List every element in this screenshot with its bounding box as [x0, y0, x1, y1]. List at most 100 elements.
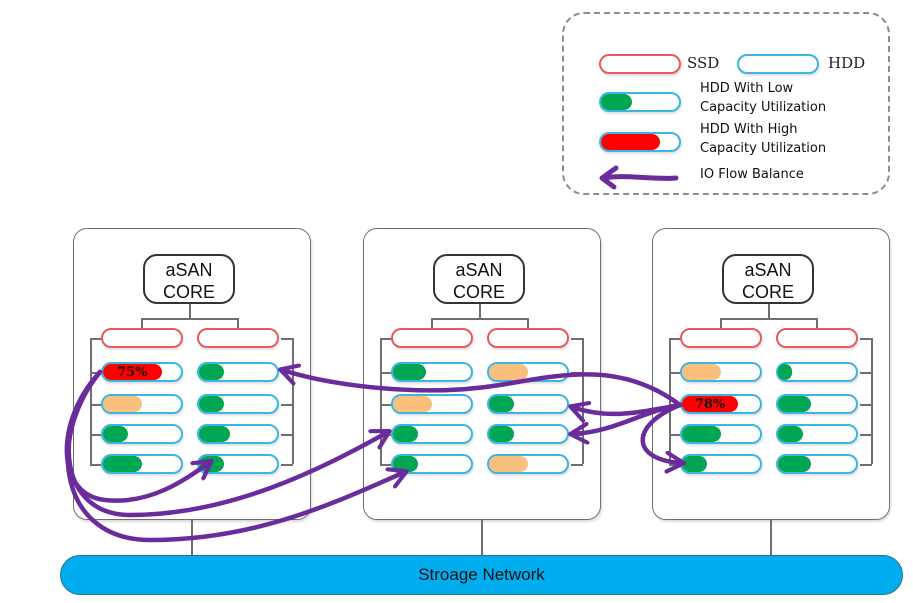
utilization-fill-low — [778, 364, 793, 380]
hdd-drive — [487, 424, 569, 444]
utilization-fill-mid — [103, 396, 142, 412]
legend-low-line1: HDD With Low — [700, 81, 794, 96]
utilization-fill-low — [103, 426, 128, 442]
legend-ssd-label: SSD — [687, 54, 720, 72]
utilization-fill-low — [103, 456, 142, 472]
hdd-drive — [101, 454, 183, 474]
legend-low-label: HDD With Low Capacity Utilization — [700, 79, 826, 117]
core-line2: CORE — [741, 282, 794, 302]
right-tap-wire — [571, 434, 583, 436]
right-tap-wire — [860, 338, 872, 340]
hdd-drive — [776, 394, 858, 414]
core-line1: aSAN — [744, 260, 792, 280]
utilization-fill-low — [393, 456, 418, 472]
right-tap-wire — [860, 404, 872, 406]
right-tap-wire — [281, 464, 293, 466]
legend-hdd-pill — [737, 54, 819, 74]
utilization-fill-low — [682, 426, 721, 442]
legend-high-pill — [599, 132, 681, 152]
utilization-fill-high: 78% — [682, 396, 739, 412]
legend-low-fill — [601, 94, 633, 110]
hdd-drive — [487, 454, 569, 474]
core-branch-wire — [141, 318, 237, 320]
core-stem-wire — [768, 304, 770, 319]
hdd-drive — [776, 362, 858, 382]
ssd-drive — [197, 328, 279, 348]
utilization-fill-low — [199, 364, 224, 380]
utilization-fill-low — [778, 426, 803, 442]
utilization-fill-low — [778, 456, 811, 472]
utilization-fill-low — [199, 456, 224, 472]
legend-high-label: HDD With High Capacity Utilization — [700, 120, 826, 158]
core-line1: aSAN — [165, 260, 213, 280]
legend-high-line2: Capacity Utilization — [700, 141, 827, 156]
storage-network-label: Stroage Network — [418, 565, 545, 584]
right-tap-wire — [571, 464, 583, 466]
hdd-drive — [391, 394, 473, 414]
right-tap-wire — [571, 338, 583, 340]
network-link-wire — [770, 520, 772, 555]
legend-io-label: IO Flow Balance — [700, 167, 804, 182]
core-branch-wire — [431, 318, 527, 320]
right-tap-wire — [860, 434, 872, 436]
hdd-drive: 75% — [101, 362, 183, 382]
network-link-wire — [191, 520, 193, 555]
hdd-drive — [101, 424, 183, 444]
hdd-drive: 78% — [680, 394, 762, 414]
hdd-drive — [391, 362, 473, 382]
core-stem-wire — [189, 304, 191, 319]
utilization-fill-low — [778, 396, 811, 412]
ssd-drive — [391, 328, 473, 348]
right-bus-wire — [292, 338, 294, 464]
hdd-drive — [391, 454, 473, 474]
utilization-fill-mid — [393, 396, 432, 412]
network-link-wire — [481, 520, 483, 555]
utilization-fill-low — [489, 426, 514, 442]
core-branch-wire — [720, 318, 816, 320]
hdd-drive — [776, 424, 858, 444]
right-tap-wire — [281, 372, 293, 374]
core-right-drop-wire — [237, 318, 239, 328]
ssd-drive — [101, 328, 183, 348]
left-bus-wire — [380, 338, 382, 464]
core-right-drop-wire — [816, 318, 818, 328]
core-left-drop-wire — [720, 318, 722, 328]
hdd-drive — [197, 394, 279, 414]
right-tap-wire — [571, 372, 583, 374]
right-bus-wire — [582, 338, 584, 464]
right-tap-wire — [281, 434, 293, 436]
utilization-fill-low — [393, 426, 418, 442]
left-tap-wire — [669, 338, 681, 340]
core-line2: CORE — [452, 282, 505, 302]
right-tap-wire — [571, 404, 583, 406]
left-tap-wire — [90, 338, 102, 340]
io-arrow-icon — [599, 165, 679, 190]
utilization-fill-low — [489, 396, 514, 412]
utilization-fill-low — [199, 426, 231, 442]
legend-high-line1: HDD With High — [700, 122, 798, 137]
hdd-drive — [197, 454, 279, 474]
core-left-drop-wire — [431, 318, 433, 328]
core-left-drop-wire — [141, 318, 143, 328]
ssd-drive — [776, 328, 858, 348]
core-stem-wire — [479, 304, 481, 319]
legend-low-pill — [599, 92, 681, 112]
right-tap-wire — [860, 464, 872, 466]
hdd-drive — [197, 424, 279, 444]
left-tap-wire — [380, 338, 392, 340]
core-line1: aSAN — [455, 260, 503, 280]
right-tap-wire — [281, 404, 293, 406]
utilization-label: 75% — [117, 364, 148, 380]
legend: SSD HDD HDD With Low Capacity Utilizatio… — [562, 12, 890, 195]
left-bus-wire — [669, 338, 671, 464]
right-bus-wire — [871, 338, 873, 464]
hdd-drive — [101, 394, 183, 414]
hdd-drive — [487, 362, 569, 382]
utilization-fill-mid — [489, 364, 528, 380]
storage-network: Stroage Network — [60, 555, 903, 595]
hdd-drive — [487, 394, 569, 414]
ssd-drive — [680, 328, 762, 348]
